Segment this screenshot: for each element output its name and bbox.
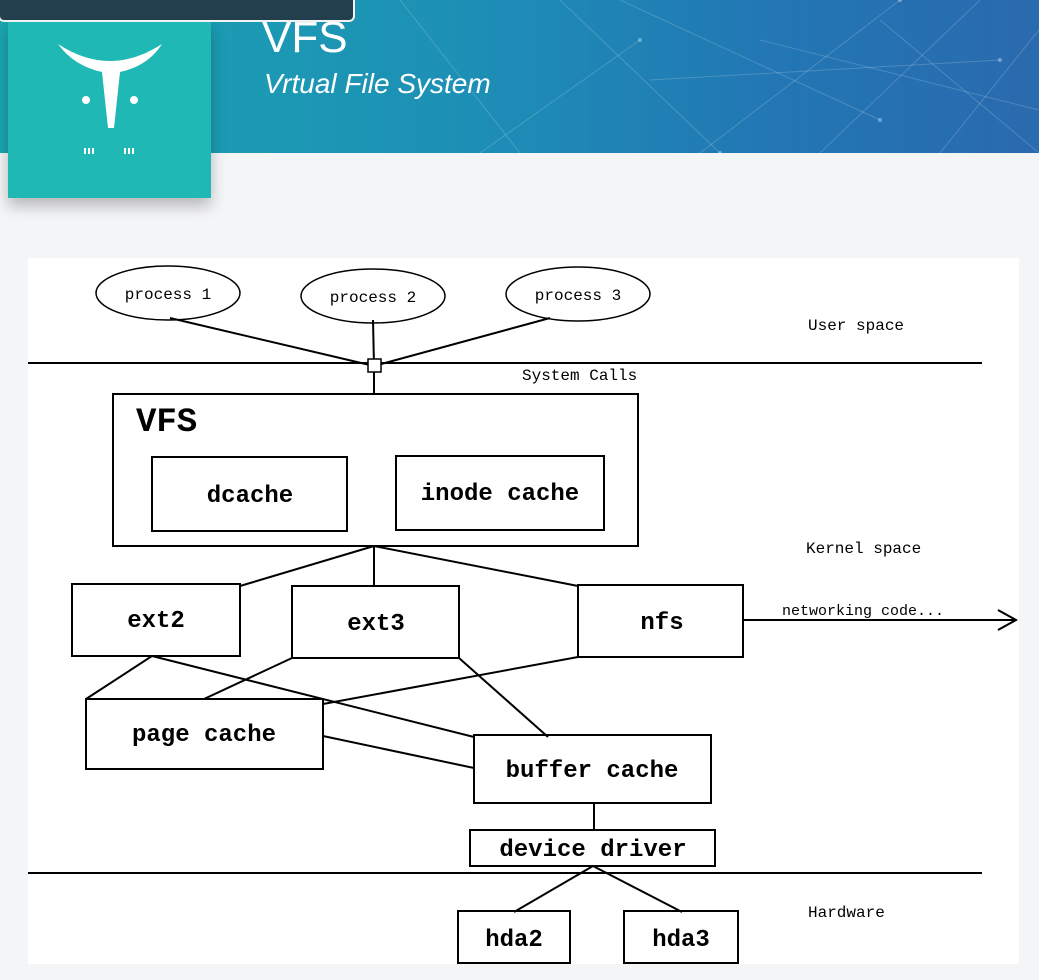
dcache-label: dcache bbox=[207, 483, 293, 510]
connector bbox=[151, 655, 475, 738]
buffer-cache-label: buffer cache bbox=[506, 758, 679, 785]
slide-title: VFS bbox=[262, 13, 348, 62]
top-tab-bar bbox=[0, 0, 355, 22]
syscall-junction bbox=[367, 358, 382, 373]
connector bbox=[85, 655, 153, 700]
connector bbox=[373, 545, 579, 587]
process-2-node bbox=[300, 268, 446, 324]
inode-cache-label: inode cache bbox=[421, 481, 579, 508]
logo-icon bbox=[58, 44, 162, 154]
dcache-box bbox=[151, 456, 348, 532]
process-1-node bbox=[95, 265, 241, 321]
process-3-label: process 3 bbox=[535, 287, 621, 305]
hardware-label: Hardware bbox=[808, 904, 885, 922]
system-calls-label: System Calls bbox=[522, 367, 637, 385]
networking-arrowhead bbox=[997, 609, 1019, 631]
connector bbox=[322, 735, 475, 769]
connector bbox=[592, 865, 683, 913]
vfs-diagram-panel: process 1 process 2 process 3 User space… bbox=[28, 258, 1019, 964]
hda2-box bbox=[457, 910, 571, 964]
hda2-label: hda2 bbox=[485, 927, 543, 954]
process-3-node bbox=[505, 266, 651, 322]
vfs-label: VFS bbox=[136, 404, 197, 442]
connector bbox=[458, 657, 549, 738]
connector bbox=[169, 317, 375, 367]
connector bbox=[239, 545, 375, 587]
user-space-label: User space bbox=[808, 317, 904, 335]
page-cache-label: page cache bbox=[132, 722, 276, 749]
networking-code-label: networking code... bbox=[782, 603, 944, 620]
ext2-label: ext2 bbox=[127, 608, 185, 635]
connector bbox=[373, 317, 551, 367]
connector bbox=[513, 865, 594, 913]
vfs-diagram: process 1 process 2 process 3 User space… bbox=[28, 265, 1019, 964]
ext3-label: ext3 bbox=[347, 611, 405, 638]
kernel-space-label: Kernel space bbox=[806, 540, 921, 558]
process-1-label: process 1 bbox=[125, 286, 211, 304]
hda3-box bbox=[623, 910, 739, 964]
connector bbox=[203, 657, 293, 700]
logo-tile bbox=[8, 20, 211, 198]
slide-subtitle: Vrtual File System bbox=[264, 68, 491, 99]
nfs-label: nfs bbox=[640, 610, 683, 637]
network-mesh-decoration bbox=[399, 0, 1039, 153]
ext3-box bbox=[291, 585, 460, 659]
device-driver-label: device driver bbox=[499, 837, 686, 864]
connector bbox=[322, 656, 579, 705]
process-2-label: process 2 bbox=[330, 289, 416, 307]
hda3-label: hda3 bbox=[652, 927, 710, 954]
buffer-cache-box bbox=[473, 734, 712, 804]
page-cache-box bbox=[85, 698, 324, 770]
inode-cache-box bbox=[395, 455, 605, 531]
